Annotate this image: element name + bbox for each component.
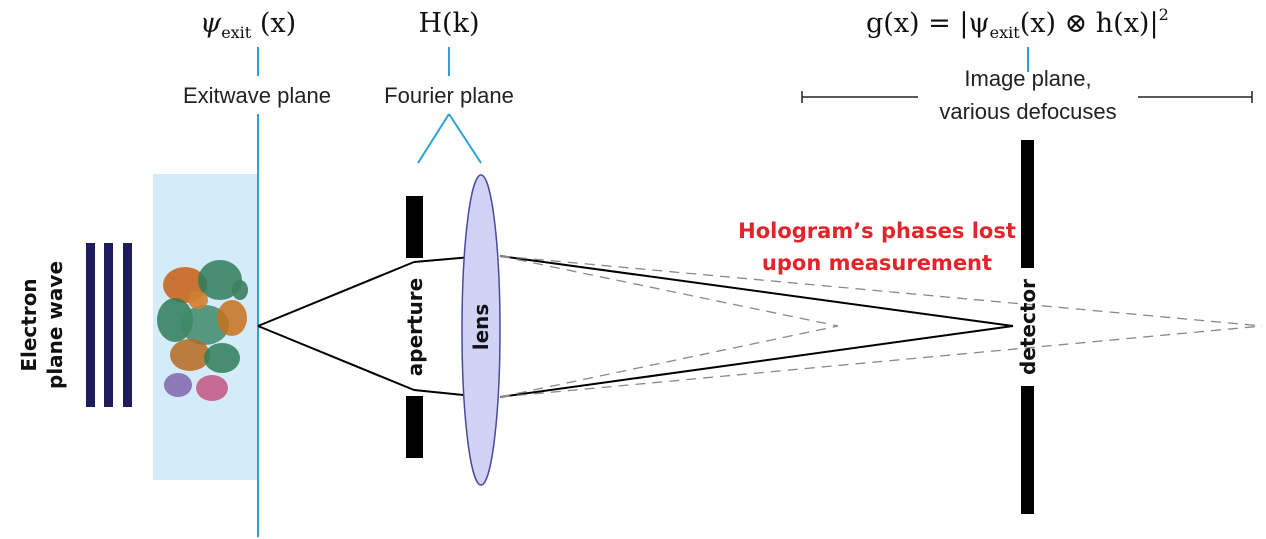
fourier-plane-label: Fourier plane xyxy=(384,83,514,108)
image-equation: g(x) = |ψexit(x) ⊗ h(x)|2 xyxy=(866,5,1169,42)
detector-label: detector xyxy=(1016,279,1040,375)
solid-rays xyxy=(257,255,1014,398)
hologram-note-line1: Hologram’s phases lost xyxy=(738,219,1016,243)
detector-top xyxy=(1021,140,1034,268)
exitwave-plane-label: Exitwave plane xyxy=(183,83,331,108)
protein-structure-icon xyxy=(157,260,248,401)
lens xyxy=(461,174,501,486)
image-plane-range xyxy=(801,91,1253,103)
image-plane-label-line2: various defocuses xyxy=(939,99,1116,124)
exitwave-equation: ψexit (x) xyxy=(200,8,296,42)
detector-bottom xyxy=(1021,386,1034,514)
wave-bar-2 xyxy=(104,243,113,407)
fourier-branch-right xyxy=(448,113,482,164)
plane-wave-bars xyxy=(86,243,132,407)
hologram-note-line2: upon measurement xyxy=(762,251,992,275)
electron-label-line2: plane wave xyxy=(43,261,67,389)
fourier-equation: H(k) xyxy=(419,8,480,39)
electron-label-line1: Electron xyxy=(17,278,41,371)
lens-label: lens xyxy=(469,304,493,351)
dashed-rays xyxy=(499,255,1263,398)
image-plane-label-line1: Image plane, xyxy=(964,66,1091,91)
fourier-branch-left xyxy=(417,113,450,164)
wave-bar-3 xyxy=(123,243,132,407)
wave-bar-1 xyxy=(86,243,95,407)
aperture-bottom xyxy=(406,396,423,458)
aperture-label: aperture xyxy=(403,278,427,376)
aperture-top xyxy=(406,196,423,258)
